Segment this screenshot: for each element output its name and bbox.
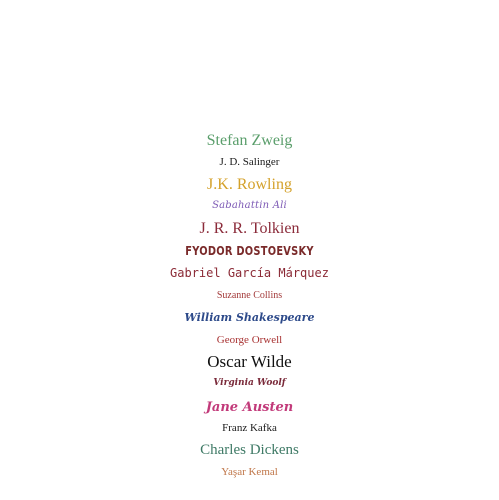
author-name-oscar-wilde: Oscar Wilde: [207, 352, 292, 371]
author-name-fyodor-dostoevsky: FYODOR DOSTOEVSKY: [185, 244, 314, 258]
author-name-charles-dickens: Charles Dickens: [200, 442, 299, 458]
author-name-jrr-tolkien: J. R. R. Tolkien: [199, 220, 300, 237]
author-name-virginia-woolf: Virginia Woolf: [213, 378, 286, 388]
author-name-gabriel-garcia-marquez: Gabriel García Márquez: [170, 266, 329, 280]
author-name-franz-kafka: Franz Kafka: [222, 422, 277, 434]
author-name-george-orwell: George Orwell: [216, 334, 283, 346]
author-name-stefan-zweig: Stefan Zweig: [206, 132, 293, 149]
author-name-william-shakespeare: William Shakespeare: [184, 311, 315, 324]
author-name-suzanne-collins: Suzanne Collins: [216, 290, 283, 301]
author-name-jane-austen: Jane Austen: [205, 400, 294, 415]
author-name-jk-rowling: J.K. Rowling: [207, 176, 292, 193]
author-name-jd-salinger: J. D. Salinger: [219, 156, 280, 168]
author-name-yasar-kemal: Yaşar Kemal: [221, 466, 278, 478]
author-name-sabahattin-ali: Sabahattin Ali: [212, 200, 287, 211]
